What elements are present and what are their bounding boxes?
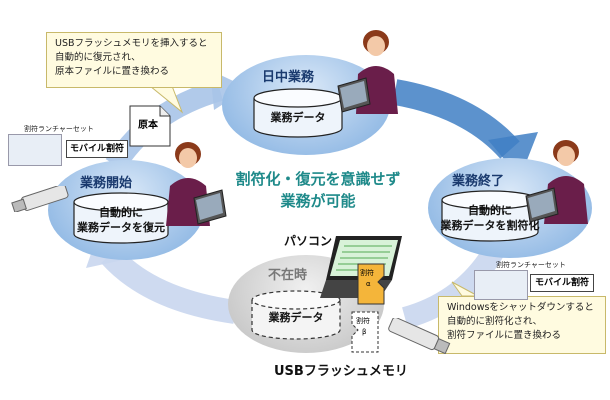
shard-beta-icon	[351, 311, 379, 353]
person-laptop-top-icon	[337, 30, 398, 114]
center-caption-line2: 業務が可能	[280, 192, 356, 210]
shard-alpha-label: 割符	[360, 269, 374, 277]
person-laptop-right-icon	[525, 140, 588, 224]
db-cylinder-end	[441, 190, 539, 242]
shard-beta-sub: β	[362, 328, 367, 336]
callout-top: USBフラッシュメモリを挿入すると 自動的に復元され、 原本ファイルに置き換わる	[46, 32, 222, 88]
launcher-box-left	[8, 134, 62, 166]
shard-alpha-icon	[357, 263, 385, 305]
db-cylinder-start	[73, 192, 169, 244]
callout-bottom-line1: Windowsをシャットダウンすると	[447, 302, 594, 313]
callout-bottom: Windowsをシャットダウンすると 自動的に割符化され、 割符ファイルに置き換…	[438, 296, 606, 354]
center-caption-line1: 割符化・復元を意識せず	[235, 170, 401, 188]
node-daytime-db: 業務データ	[270, 111, 326, 124]
pc-label: パソコン	[284, 234, 333, 248]
launcher-label-left: 割符ランチャーセット	[24, 125, 94, 133]
usb-stick-left-icon	[11, 186, 69, 212]
node-end-title: 業務終了	[452, 174, 505, 189]
node-end-db-line2: 業務データを割符化	[440, 219, 540, 232]
callout-top-line3: 原本ファイルに置き換わる	[55, 66, 170, 77]
arrow-absent-to-start	[101, 246, 237, 324]
callout-bottom-line2: 自動的に割符化され、	[447, 316, 543, 327]
usb-stick-bottom-icon	[388, 318, 451, 354]
launcher-logo-right-text: モバイル割符	[534, 278, 589, 288]
node-end-db-line1: 自動的に	[468, 204, 512, 217]
launcher-box-right	[474, 270, 528, 300]
callout-bottom-line3: 割符ファイルに置き換わる	[447, 330, 562, 341]
launcher-label-right: 割符ランチャーセット	[496, 261, 566, 269]
shard-beta-label: 割符	[356, 317, 370, 325]
node-start-db-line1: 自動的に	[99, 206, 143, 219]
document-icon	[129, 105, 171, 147]
usb-label: USBフラッシュメモリ	[274, 364, 408, 379]
launcher-logo-left: モバイル割符	[66, 140, 128, 158]
document-label: 原本	[138, 120, 158, 131]
node-absent-db: 業務データ	[268, 311, 324, 324]
callout-top-line2: 自動的に復元され、	[55, 52, 141, 63]
shard-alpha-sub: α	[366, 280, 371, 288]
node-start-title: 業務開始	[80, 176, 133, 191]
db-cylinder-daytime	[253, 88, 343, 138]
node-daytime-title: 日中業務	[262, 70, 315, 85]
db-cylinder-absent	[251, 290, 341, 340]
node-absent-title: 不在時	[268, 268, 308, 283]
person-laptop-left-icon	[166, 142, 227, 226]
launcher-logo-right: モバイル割符	[530, 274, 594, 292]
launcher-logo-left-text: モバイル割符	[69, 144, 124, 154]
arrow-head-daytime-to-end	[488, 132, 538, 178]
node-start-db-line2: 業務データを復元	[77, 221, 165, 234]
callout-top-line1: USBフラッシュメモリを挿入すると	[55, 38, 208, 49]
